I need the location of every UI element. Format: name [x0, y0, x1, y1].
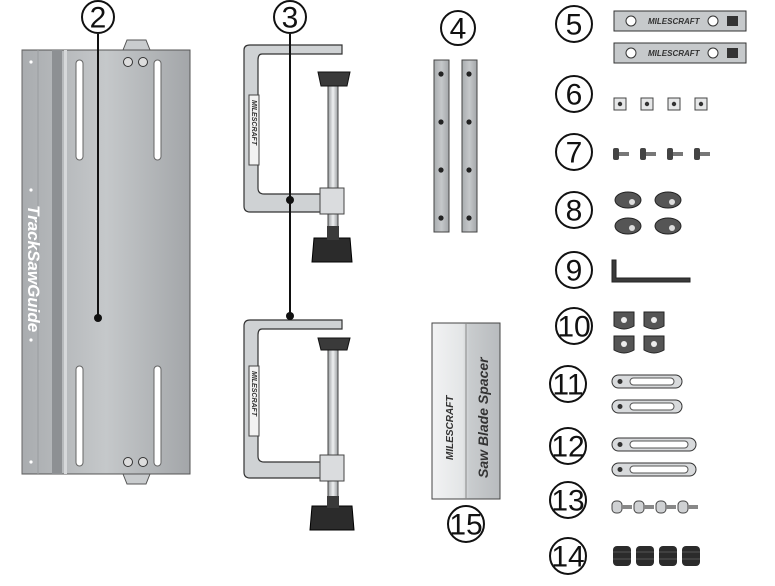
guide-text: TrackSawGuide: [24, 205, 43, 332]
callout-14-label: 14: [551, 541, 584, 574]
connector-bars: [433, 59, 478, 233]
callout-11-label: 11: [552, 369, 583, 402]
callout-2: 2: [81, 0, 115, 35]
callout-6: 6: [555, 75, 593, 113]
end-caps: MILESCRAFT MILESCRAFT: [613, 10, 747, 64]
clamp-top-brand: MILESCRAFT: [250, 100, 257, 146]
cap1-brand: MILESCRAFT: [648, 17, 701, 26]
callout-12-label: 12: [551, 431, 584, 464]
knob-caps: [613, 546, 700, 566]
callout-6-label: 6: [566, 79, 583, 112]
clamp-bottom-brand: MILESCRAFT: [250, 371, 257, 417]
callout-9-label: 9: [566, 255, 583, 288]
callout-7: 7: [555, 133, 593, 171]
track-saw-guide: TrackSawGuide: [21, 34, 191, 485]
callout-3-label: 3: [282, 2, 299, 35]
saw-blade-spacer: MILESCRAFT Saw Blade Spacer: [431, 322, 501, 500]
callout-4-label: 4: [450, 13, 467, 46]
spacer-name: Saw Blade Spacer: [475, 356, 491, 478]
clamp-blocks: [613, 311, 665, 354]
callout-2-label: 2: [90, 2, 107, 35]
callout-13-label: 13: [551, 485, 584, 518]
callout-15: 15: [447, 505, 485, 543]
callout-10: 10: [555, 307, 593, 345]
long-screws: [611, 500, 698, 514]
clamp-top: MILESCRAFT: [243, 44, 353, 263]
callout-5-label: 5: [566, 9, 583, 42]
callout-8: 8: [555, 191, 593, 229]
callout-10-label: 10: [557, 311, 590, 344]
cap2-brand: MILESCRAFT: [648, 49, 701, 58]
square-nuts: [613, 97, 708, 111]
callout-15-label: 15: [449, 509, 482, 542]
callout-4: 4: [440, 10, 476, 46]
callout-3: 3: [273, 0, 307, 35]
short-slotted-plates: [611, 374, 683, 414]
callout-13: 13: [549, 481, 587, 519]
callout-12: 12: [549, 427, 587, 465]
callout-9: 9: [555, 251, 593, 289]
callout-7-label: 7: [566, 137, 583, 170]
callout-8-label: 8: [566, 195, 583, 228]
clamp-bottom: MILESCRAFT: [243, 319, 355, 531]
callout-14: 14: [549, 537, 587, 575]
hex-key: [611, 259, 691, 283]
spacer-brand: MILESCRAFT: [445, 395, 456, 460]
callout-11: 11: [549, 365, 587, 403]
short-screws: [613, 148, 710, 160]
long-slotted-plates: [611, 437, 697, 477]
callout-5: 5: [555, 5, 593, 43]
cam-levers: [614, 191, 682, 235]
